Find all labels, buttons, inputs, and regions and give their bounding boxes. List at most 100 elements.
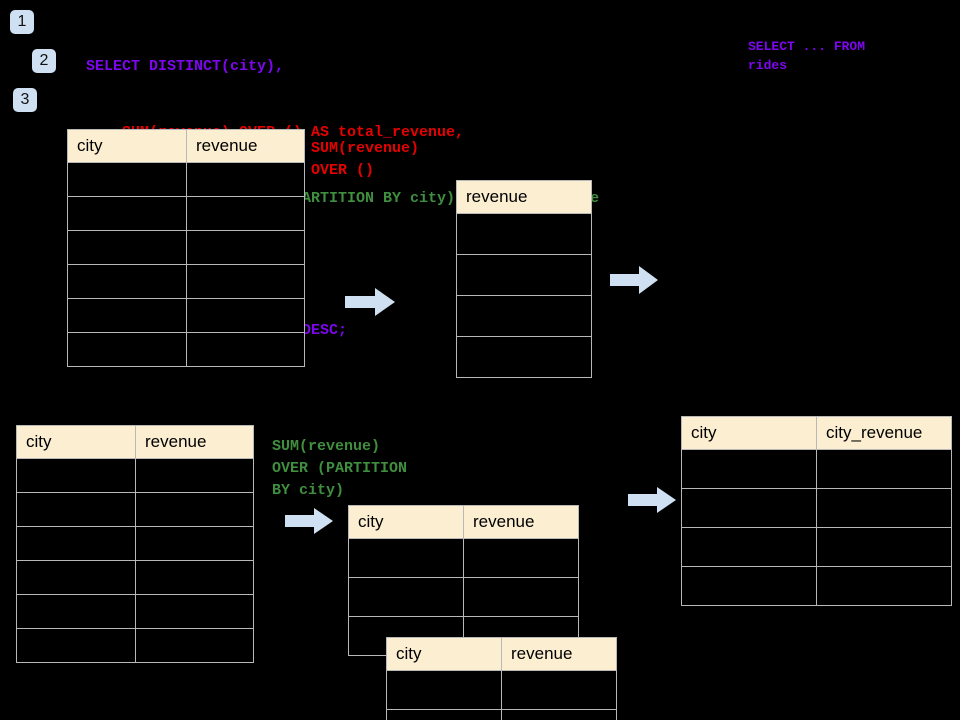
column-header-city: city bbox=[16, 425, 136, 459]
column-header-revenue: revenue bbox=[501, 637, 617, 671]
cell-city bbox=[67, 298, 187, 333]
table-row bbox=[681, 566, 952, 606]
cell-revenue bbox=[463, 538, 579, 578]
cell-city bbox=[16, 492, 136, 527]
total-revenue-table: revenue bbox=[456, 180, 592, 378]
partition-group-table-back: city revenue bbox=[348, 505, 579, 656]
table-row bbox=[348, 538, 579, 578]
cell-city bbox=[348, 577, 464, 617]
cell-revenue bbox=[186, 264, 305, 299]
cell-revenue bbox=[135, 458, 254, 493]
table-header-row: revenue bbox=[456, 180, 592, 214]
column-header-city: city bbox=[348, 505, 464, 539]
table-header-row: city city_revenue bbox=[681, 416, 952, 450]
table-row bbox=[67, 264, 305, 299]
cell-revenue bbox=[135, 526, 254, 561]
annotation-sum-over-partition: SUM(revenue) OVER (PARTITION BY city) bbox=[272, 438, 408, 499]
arrow-rides-to-partition bbox=[285, 508, 333, 534]
cell-city bbox=[386, 709, 502, 720]
cell-revenue bbox=[456, 295, 592, 337]
arrow-rides-to-total-revenue bbox=[345, 288, 395, 316]
table-row bbox=[681, 488, 952, 528]
table-row bbox=[16, 628, 254, 663]
cell-revenue bbox=[456, 336, 592, 378]
cell-city bbox=[16, 526, 136, 561]
table-row bbox=[456, 213, 592, 255]
cell-city bbox=[16, 628, 136, 663]
table-row bbox=[67, 298, 305, 333]
step-badge-1: 1 bbox=[10, 10, 34, 34]
cell-revenue bbox=[135, 594, 254, 629]
table-row bbox=[456, 295, 592, 337]
partition-group-table-front: city revenue bbox=[386, 637, 617, 720]
cell-city-revenue bbox=[816, 527, 952, 567]
step-badge-3: 3 bbox=[13, 88, 37, 112]
cell-city bbox=[67, 162, 187, 197]
annotation-sum-over-empty: SUM(revenue) OVER () bbox=[311, 140, 420, 179]
cell-city bbox=[16, 458, 136, 493]
cell-city-revenue bbox=[816, 488, 952, 528]
cell-city bbox=[348, 538, 464, 578]
table-row bbox=[681, 449, 952, 489]
cell-city bbox=[67, 264, 187, 299]
cell-city-revenue bbox=[816, 566, 952, 606]
rides-source-table-top: city revenue bbox=[67, 129, 305, 367]
table-row bbox=[681, 527, 952, 567]
cell-city bbox=[67, 230, 187, 265]
table-row bbox=[67, 332, 305, 367]
column-header-city: city bbox=[681, 416, 817, 450]
cell-revenue bbox=[135, 560, 254, 595]
cell-city bbox=[681, 527, 817, 567]
cell-revenue bbox=[135, 628, 254, 663]
arrow-total-revenue-to-result bbox=[610, 266, 658, 294]
cell-revenue bbox=[186, 298, 305, 333]
cell-revenue bbox=[186, 162, 305, 197]
cell-city bbox=[681, 488, 817, 528]
cell-revenue bbox=[186, 196, 305, 231]
table-row bbox=[16, 492, 254, 527]
result-table: city city_revenue bbox=[681, 416, 952, 606]
rides-source-table-bottom: city revenue bbox=[16, 425, 254, 663]
table-row bbox=[67, 230, 305, 265]
cell-city bbox=[67, 196, 187, 231]
cell-city-revenue bbox=[816, 449, 952, 489]
table-row bbox=[67, 162, 305, 197]
cell-city bbox=[16, 560, 136, 595]
cell-city bbox=[16, 594, 136, 629]
table-header-row: city revenue bbox=[348, 505, 579, 539]
cell-revenue bbox=[186, 332, 305, 367]
column-header-city: city bbox=[67, 129, 187, 163]
column-header-city: city bbox=[386, 637, 502, 671]
column-header-city-revenue: city_revenue bbox=[816, 416, 952, 450]
column-header-revenue: revenue bbox=[463, 505, 579, 539]
table-row bbox=[456, 254, 592, 296]
sql-line-select: SELECT DISTINCT(city), bbox=[86, 58, 285, 75]
column-header-revenue: revenue bbox=[186, 129, 305, 163]
table-row bbox=[386, 709, 617, 720]
table-header-row: city revenue bbox=[386, 637, 617, 671]
table-row bbox=[16, 526, 254, 561]
table-header-row: city revenue bbox=[67, 129, 305, 163]
table-row bbox=[16, 458, 254, 493]
cell-revenue bbox=[501, 709, 617, 720]
cell-city bbox=[681, 449, 817, 489]
column-header-revenue: revenue bbox=[456, 180, 592, 214]
cell-revenue bbox=[501, 670, 617, 710]
table-row bbox=[456, 336, 592, 378]
cell-city bbox=[67, 332, 187, 367]
cell-revenue bbox=[186, 230, 305, 265]
cell-city bbox=[386, 670, 502, 710]
side-note-select-from-rides: SELECT ... FROM rides bbox=[748, 39, 866, 73]
table-row bbox=[386, 670, 617, 710]
cell-revenue bbox=[456, 254, 592, 296]
table-header-row: city revenue bbox=[16, 425, 254, 459]
table-row bbox=[16, 560, 254, 595]
step-badge-2: 2 bbox=[32, 49, 56, 73]
cell-revenue bbox=[456, 213, 592, 255]
cell-city bbox=[681, 566, 817, 606]
table-row bbox=[67, 196, 305, 231]
arrow-partition-to-result bbox=[628, 487, 676, 513]
cell-revenue bbox=[463, 577, 579, 617]
cell-revenue bbox=[135, 492, 254, 527]
